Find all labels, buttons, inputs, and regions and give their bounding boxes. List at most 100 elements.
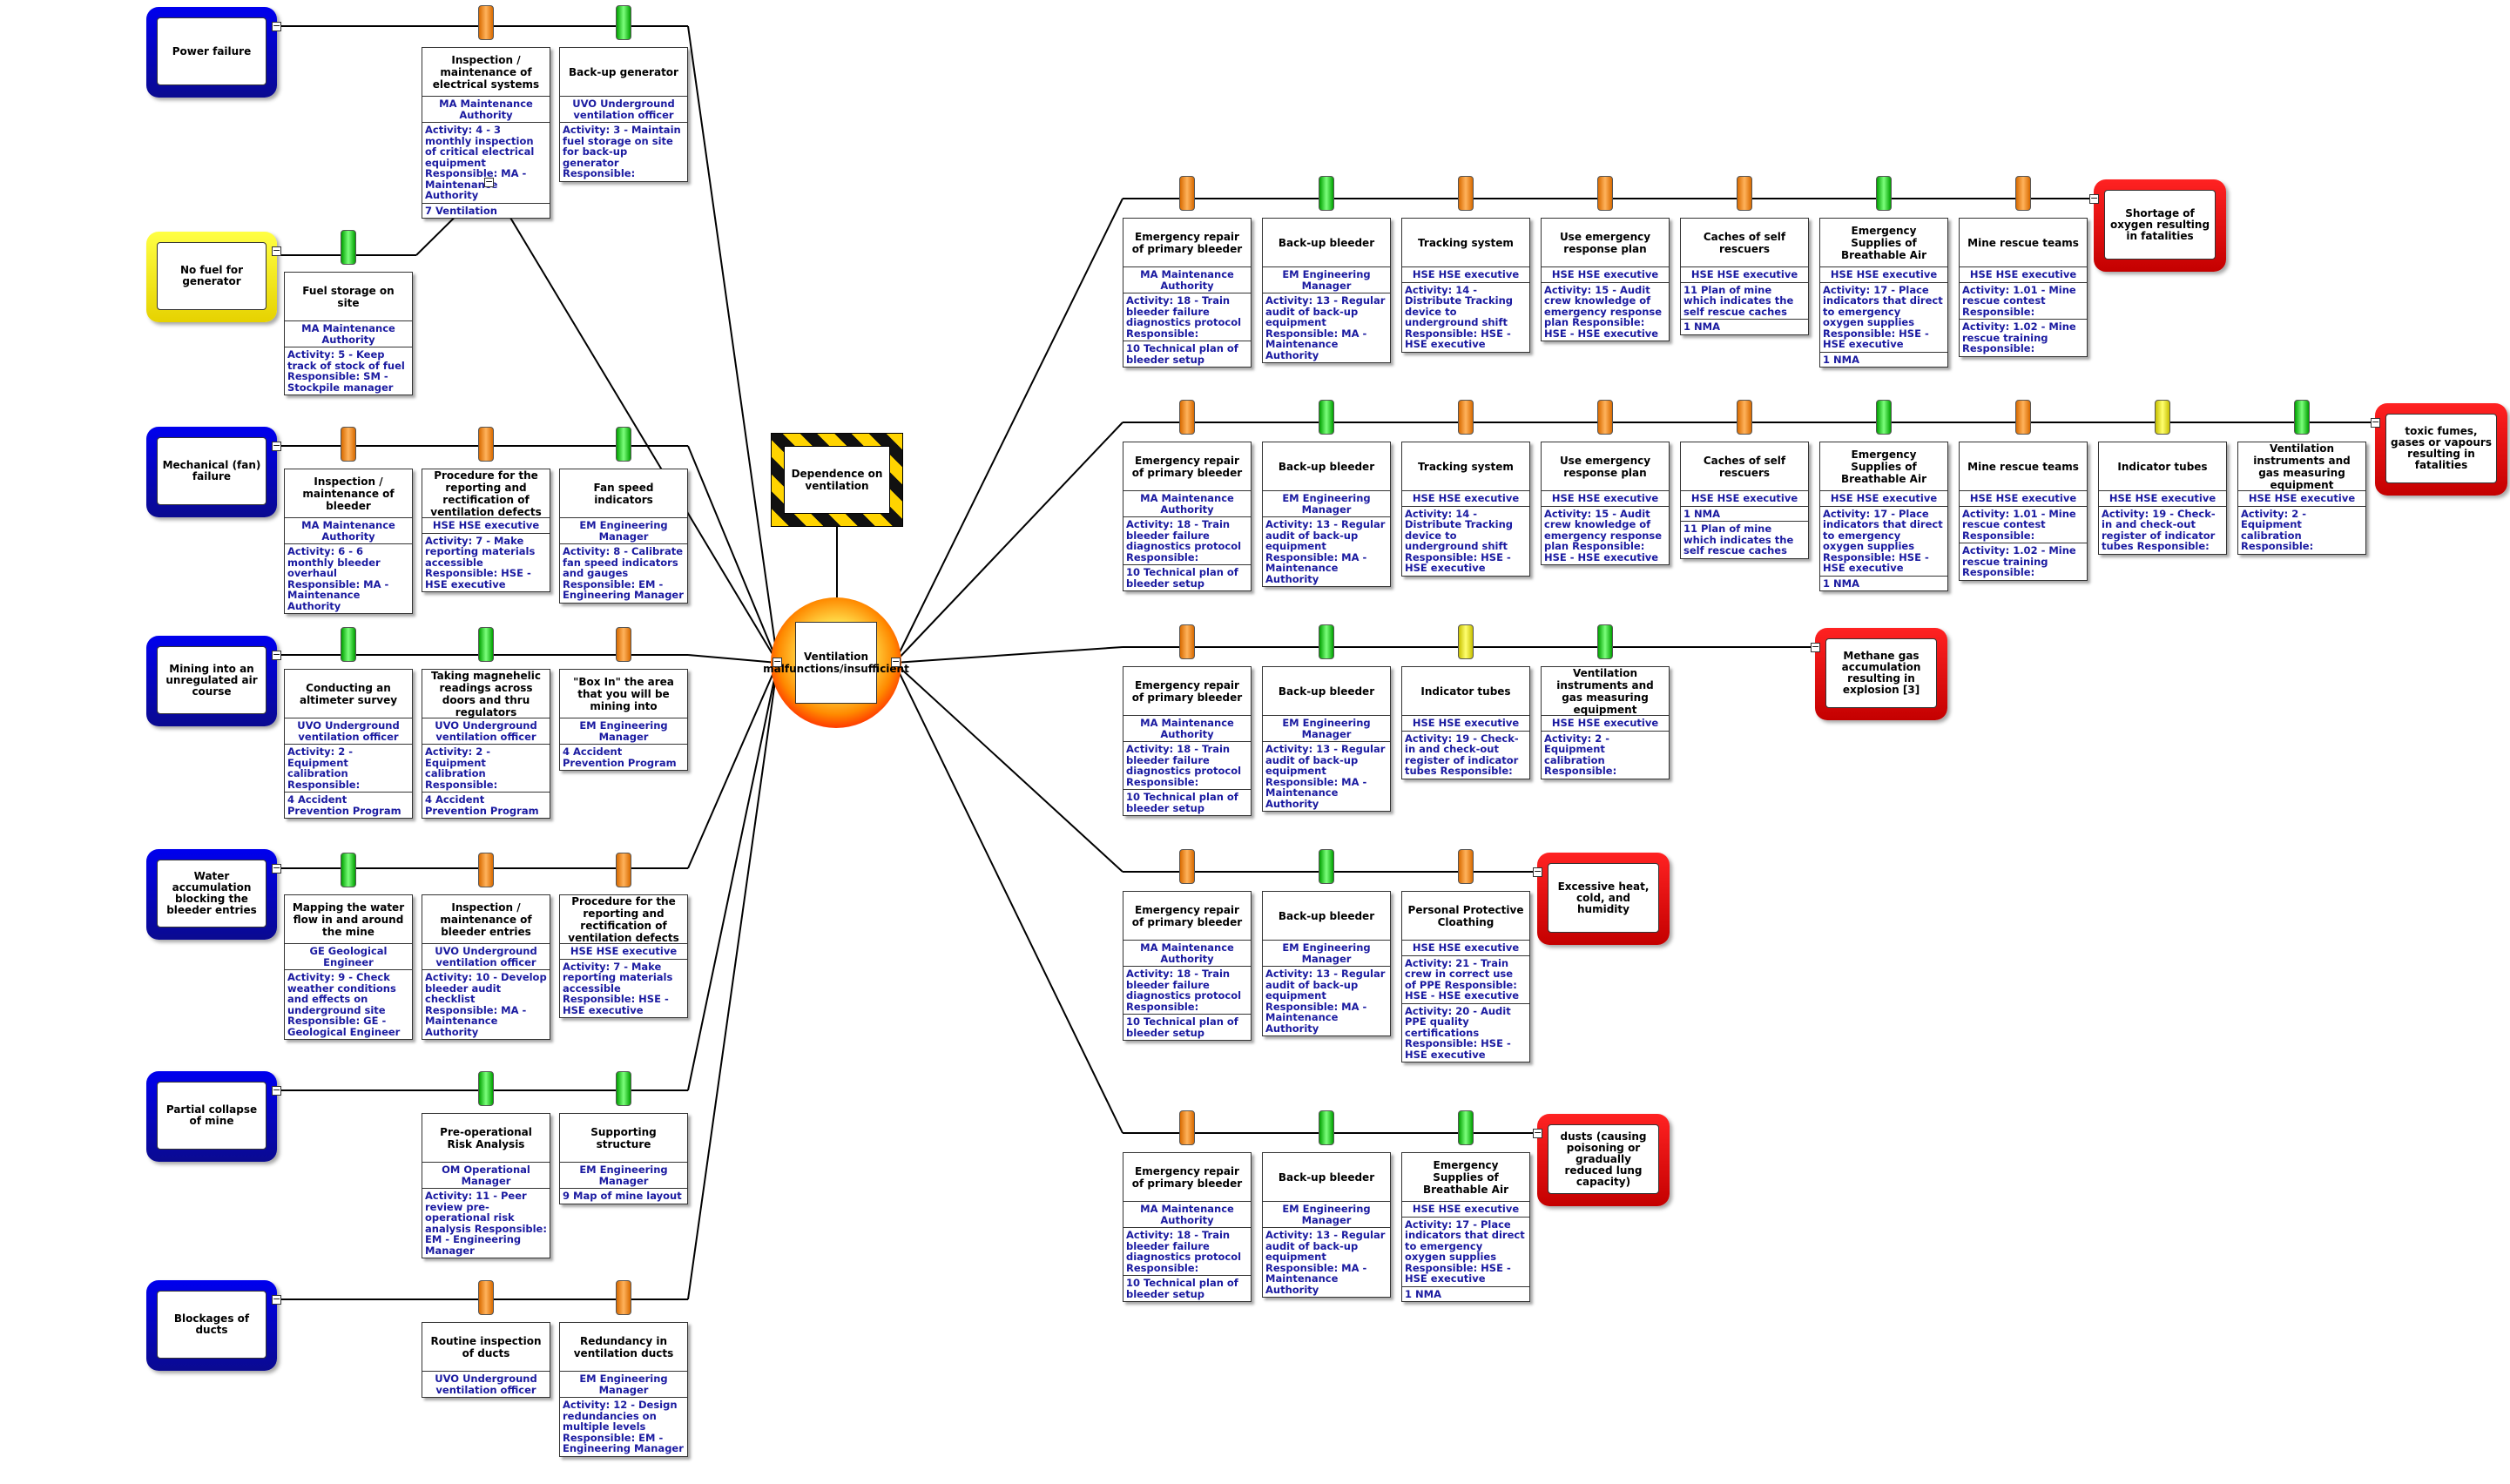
threat-node[interactable]: Blockages of ducts: [146, 1280, 277, 1371]
consequence-barrier[interactable]: Ventilation instruments and gas measurin…: [2237, 442, 2366, 555]
threat-barrier[interactable]: Procedure for the reporting and rectific…: [559, 894, 688, 1018]
barrier-detail: 4 Accident Prevention Program: [563, 745, 677, 769]
consequence-node[interactable]: Methane gas accumulation resulting in ex…: [1815, 628, 1947, 720]
threat-node[interactable]: Water accumulation blocking the bleeder …: [146, 849, 277, 940]
top-event-to-consequence-line: [894, 662, 1123, 1134]
collapse-toggle[interactable]: −: [1533, 866, 1542, 877]
threat-barrier[interactable]: Taking magnehelic readings across doors …: [422, 669, 550, 819]
threat-label: Partial collapse of mine: [157, 1082, 267, 1150]
barrier-detail: Activity: 2 - Equipment calibration Resp…: [2241, 507, 2314, 552]
barrier-detail: Activity: 10 - Develop bleeder audit che…: [425, 971, 547, 1038]
barrier-status-indicator: [1458, 400, 1474, 435]
collapse-toggle[interactable]: −: [272, 862, 281, 874]
barrier-status-indicator: [616, 1280, 631, 1315]
hazard-box[interactable]: Dependence on ventilation: [771, 433, 903, 527]
collapse-toggle[interactable]: −: [891, 656, 901, 667]
top-event-to-consequence-line: [894, 646, 1123, 664]
threat-barrier[interactable]: Procedure for the reporting and rectific…: [422, 469, 550, 592]
barrier-title: Pre-operational Risk Analysis: [422, 1114, 550, 1163]
barrier-status-indicator: [616, 5, 631, 40]
collapse-toggle[interactable]: −: [1811, 641, 1820, 652]
barrier-title: Emergency repair of primary bleeder: [1123, 219, 1251, 267]
collapse-toggle[interactable]: −: [484, 176, 494, 187]
consequence-node[interactable]: Excessive heat, cold, and humidity: [1537, 853, 1670, 945]
threat-label: Water accumulation blocking the bleeder …: [157, 860, 267, 928]
barrier-detail: Activity: 18 - Train bleeder failure dia…: [1123, 742, 1251, 790]
threat-node[interactable]: Partial collapse of mine: [146, 1071, 277, 1162]
collapse-toggle[interactable]: −: [272, 1293, 281, 1305]
barrier-status-indicator: [616, 1071, 631, 1106]
barrier-title: Back-up bleeder: [1263, 1153, 1390, 1202]
collapse-toggle[interactable]: −: [773, 656, 782, 667]
consequence-node[interactable]: dusts (causing poisoning or gradually re…: [1537, 1114, 1670, 1206]
hazard-label: Dependence on ventilation: [784, 446, 890, 514]
barrier-owner: HSE HSE executive: [1960, 491, 2087, 507]
barrier-detail: Activity: 14 - Distribute Tracking devic…: [1405, 507, 1514, 574]
barrier-owner: EM Engineering Manager: [1263, 491, 1390, 517]
barrier-owner: UVO Underground ventilation officer: [560, 97, 687, 123]
threat-barrier[interactable]: "Box In" the area that you will be minin…: [559, 669, 688, 771]
threat-barrier[interactable]: Mapping the water flow in and around the…: [284, 894, 413, 1040]
barrier-title: Procedure for the reporting and rectific…: [422, 469, 550, 518]
threat-to-top-event-line: [687, 654, 779, 664]
collapse-toggle[interactable]: −: [2371, 416, 2380, 428]
barrier-owner: MA Maintenance Authority: [1123, 267, 1251, 293]
threat-node[interactable]: Power failure: [146, 7, 277, 98]
collapse-toggle[interactable]: −: [2089, 192, 2099, 204]
barrier-title: Emergency Supplies of Breathable Air: [1820, 219, 1947, 267]
collapse-toggle[interactable]: −: [272, 649, 281, 660]
consequence-barrier[interactable]: Ventilation instruments and gas measurin…: [1541, 666, 1670, 779]
threat-node[interactable]: Mechanical (fan) failure: [146, 427, 277, 517]
threat-barrier[interactable]: Inspection / maintenance of bleeder entr…: [422, 894, 550, 1040]
collapse-toggle[interactable]: −: [1533, 1127, 1542, 1138]
collapse-toggle[interactable]: −: [272, 1084, 281, 1096]
consequence-node[interactable]: Shortage of oxygen resulting in fataliti…: [2094, 179, 2226, 272]
barrier-detail: Activity: 7 - Make reporting materials a…: [563, 960, 673, 1016]
barrier-owner: HSE HSE executive: [1402, 491, 1529, 507]
barrier-detail: Activity: 13 - Regular audit of back-up …: [1265, 518, 1386, 585]
collapse-toggle[interactable]: −: [272, 440, 281, 451]
consequence-node[interactable]: toxic fumes, gases or vapours resulting …: [2375, 403, 2507, 496]
barrier-detail: Activity: 5 - Keep track of stock of fue…: [287, 348, 405, 394]
barrier-status-indicator: [478, 853, 494, 887]
threat-node[interactable]: Mining into an unregulated air course: [146, 636, 277, 726]
top-event[interactable]: Ventilation malfunctions/insufficient: [763, 597, 909, 728]
threat-barrier[interactable]: Inspection / maintenance of electrical s…: [422, 47, 550, 219]
collapse-toggle[interactable]: −: [272, 20, 281, 31]
threat-node[interactable]: No fuel for generator: [146, 232, 277, 322]
collapse-toggle[interactable]: −: [272, 245, 281, 256]
